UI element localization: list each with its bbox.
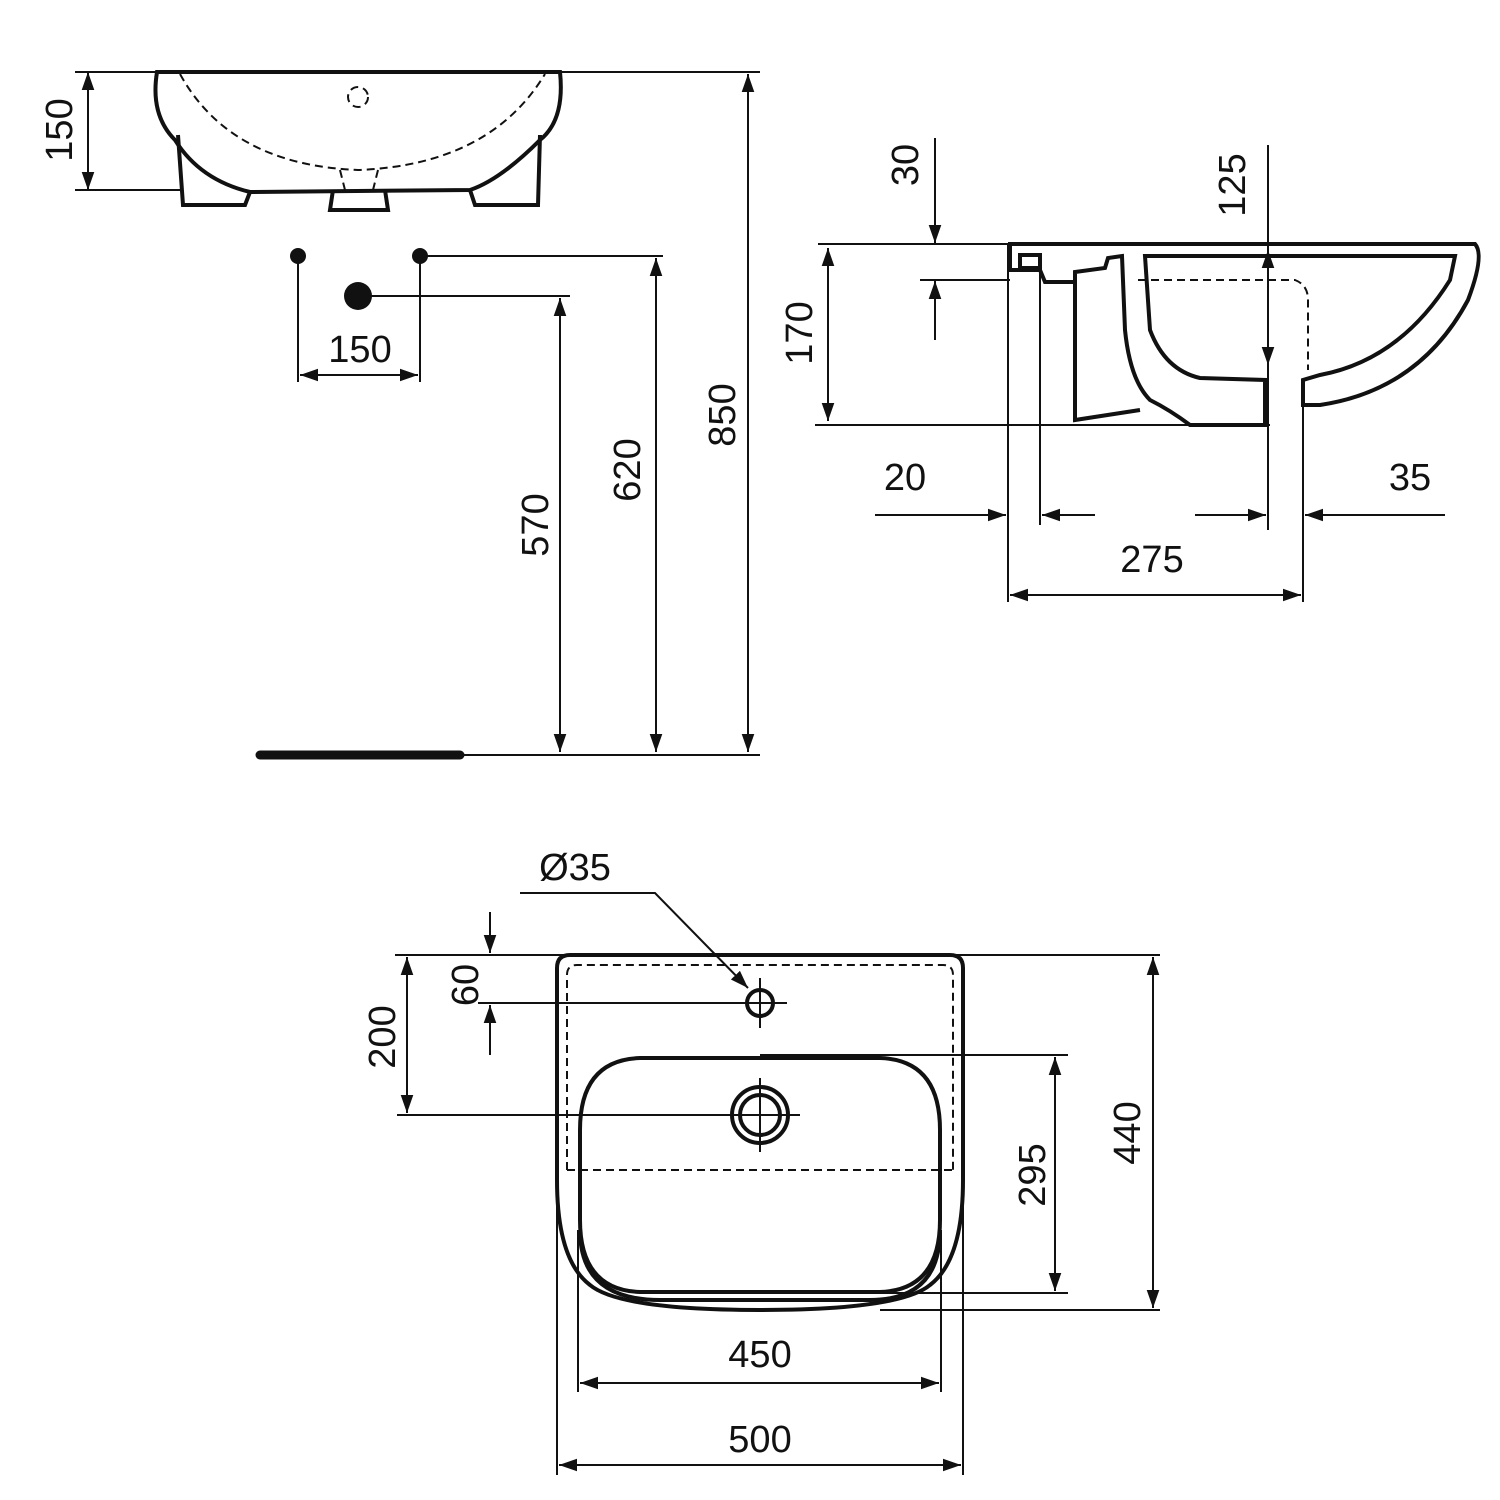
label-bowl-depth: 125 (1212, 153, 1254, 216)
label-side-height: 170 (779, 301, 821, 364)
overflow-hole-hidden (347, 86, 369, 108)
label-waste-height: 570 (515, 493, 557, 556)
plan-deck-hidden (566, 964, 954, 1170)
left-leg (176, 134, 252, 207)
label-supply-height: 620 (607, 438, 649, 501)
label-rim-height: 850 (702, 383, 744, 446)
plan-view: 60 200 295 440 450 500 Ø35 (362, 847, 1160, 1475)
label-basin-height: 150 (39, 98, 81, 161)
front-view: 150 150 570 620 850 (39, 70, 760, 760)
side-view: 170 30 125 20 35 275 (779, 138, 1481, 602)
label-rim-thickness: 30 (885, 144, 927, 186)
label-front-offset: 35 (1389, 457, 1431, 499)
tap-hole-leader (520, 892, 749, 989)
front-bowl-hidden (179, 73, 546, 172)
label-waste-projection: 275 (1120, 539, 1183, 581)
label-overall-depth: 440 (1107, 1101, 1149, 1164)
label-bowl-length: 295 (1012, 1143, 1054, 1206)
waste-outlet (327, 189, 391, 212)
label-waste-offset: 200 (362, 1005, 404, 1068)
side-basin-outline (1008, 242, 1481, 427)
label-bowl-width: 450 (728, 1334, 791, 1376)
side-bowl-hidden (1138, 279, 1309, 370)
label-tap-spacing: 150 (328, 329, 391, 371)
label-wall-offset: 20 (884, 457, 926, 499)
label-overall-width: 500 (728, 1419, 791, 1461)
label-tap-hole-offset: 60 (445, 964, 487, 1006)
label-tap-hole-diameter: Ø35 (539, 847, 611, 889)
right-leg (468, 134, 542, 207)
front-basin-outline (153, 70, 563, 195)
